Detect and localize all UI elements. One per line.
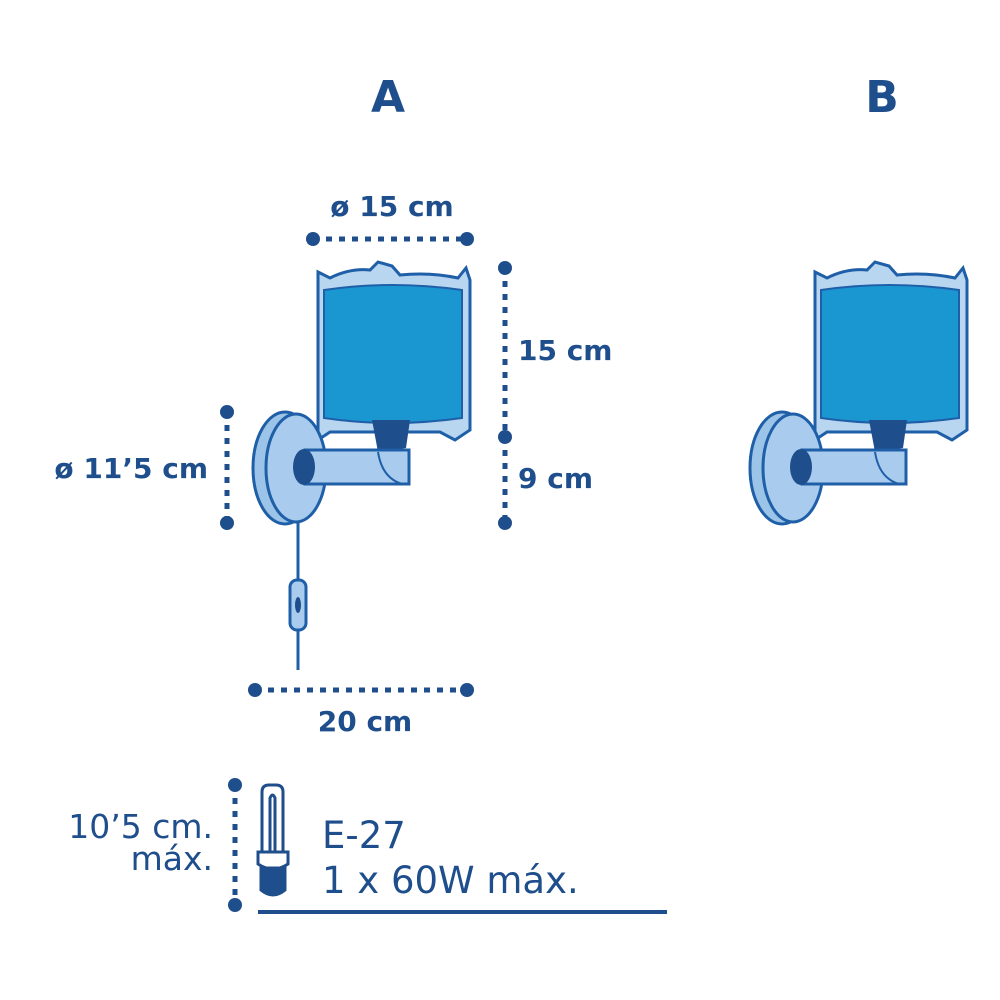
variant-a-label: A: [371, 72, 405, 123]
socket-type-label: E-27: [322, 814, 406, 857]
lamp-a-illustration: [251, 260, 472, 670]
backplate-diameter-label: ø 11’5 cm: [54, 452, 208, 485]
lamp-b-illustration: [748, 260, 969, 526]
height-dimension: 15 cm 9 cm: [498, 261, 613, 530]
bulb-icon: [256, 783, 290, 897]
variant-b-label: B: [865, 72, 899, 123]
projection-label: 20 cm: [318, 705, 413, 738]
bulb-length-max-label: máx.: [131, 839, 213, 878]
shade-diameter-dimension: ø 15 cm: [306, 190, 474, 246]
backplate-diameter-dimension: ø 11’5 cm: [54, 405, 234, 530]
power-label: 1 x 60W máx.: [322, 859, 579, 902]
arm-height-label: 9 cm: [518, 462, 593, 495]
shade-height-label: 15 cm: [518, 334, 613, 367]
bulb-length-label: 10’5 cm.: [68, 807, 213, 846]
bulb-spec: 10’5 cm. máx. E-27 1 x 60W máx.: [68, 778, 667, 914]
projection-dimension: 20 cm: [248, 683, 474, 738]
shade-diameter-label: ø 15 cm: [330, 190, 453, 223]
